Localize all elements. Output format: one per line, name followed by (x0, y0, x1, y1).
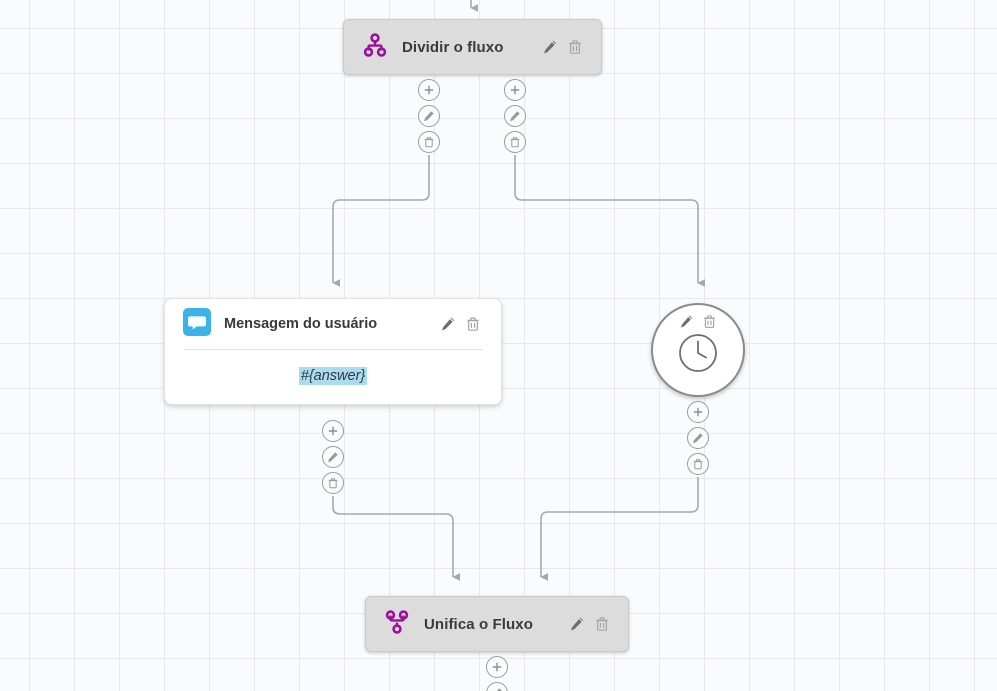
pencil-icon[interactable] (569, 616, 585, 632)
edge-user-message-to-merge (332, 496, 460, 581)
delete-edge-handle[interactable] (687, 453, 709, 475)
add-node-handle[interactable] (486, 656, 508, 678)
answer-token: #{answer} (298, 367, 368, 385)
handle-stack-merge[interactable] (486, 656, 508, 691)
pencil-icon[interactable] (440, 316, 456, 332)
trash-icon[interactable] (702, 314, 717, 329)
pencil-icon[interactable] (542, 39, 558, 55)
merge-flow-icon (384, 609, 410, 640)
delete-edge-handle[interactable] (322, 472, 344, 494)
edit-edge-handle[interactable] (418, 105, 440, 127)
card-body: #{answer} (165, 350, 501, 404)
edit-edge-handle[interactable] (687, 427, 709, 449)
delete-edge-handle[interactable] (418, 131, 440, 153)
add-node-handle[interactable] (322, 420, 344, 442)
split-flow-icon (362, 32, 388, 63)
chat-bubble-icon (183, 307, 211, 341)
card-header: Mensagem do usuário (165, 299, 501, 349)
node-mensagem-do-usuario[interactable]: Mensagem do usuário (164, 298, 502, 405)
edge-delay-to-merge (540, 477, 699, 581)
node-title: Dividir o fluxo (402, 38, 504, 56)
trash-icon[interactable] (567, 39, 583, 55)
node-actions (422, 316, 481, 332)
edit-edge-handle[interactable] (486, 682, 508, 691)
pencil-icon[interactable] (679, 314, 694, 329)
handle-stack-delay[interactable] (687, 401, 709, 479)
edit-edge-handle[interactable] (504, 105, 526, 127)
node-actions (679, 314, 717, 329)
add-node-handle[interactable] (687, 401, 709, 423)
clock-icon (677, 332, 719, 379)
add-node-handle[interactable] (504, 79, 526, 101)
edge-split-to-delay (514, 155, 705, 287)
trash-icon[interactable] (594, 616, 610, 632)
handle-stack-split-left[interactable] (418, 79, 440, 157)
node-title: Mensagem do usuário (224, 316, 378, 332)
edit-edge-handle[interactable] (322, 446, 344, 468)
delete-edge-handle[interactable] (504, 131, 526, 153)
node-actions (551, 616, 610, 632)
node-delay[interactable] (651, 303, 745, 397)
node-dividir-o-fluxo[interactable]: Dividir o fluxo (343, 19, 602, 75)
handle-stack-split-right[interactable] (504, 79, 526, 157)
node-actions (524, 39, 583, 55)
edge-split-to-user-message (332, 155, 430, 287)
add-node-handle[interactable] (418, 79, 440, 101)
handle-stack-user-message[interactable] (322, 420, 344, 498)
node-unifica-o-fluxo[interactable]: Unifica o Fluxo (365, 596, 629, 652)
node-title: Unifica o Fluxo (424, 615, 534, 633)
card-divider (184, 349, 482, 350)
trash-icon[interactable] (465, 316, 481, 332)
